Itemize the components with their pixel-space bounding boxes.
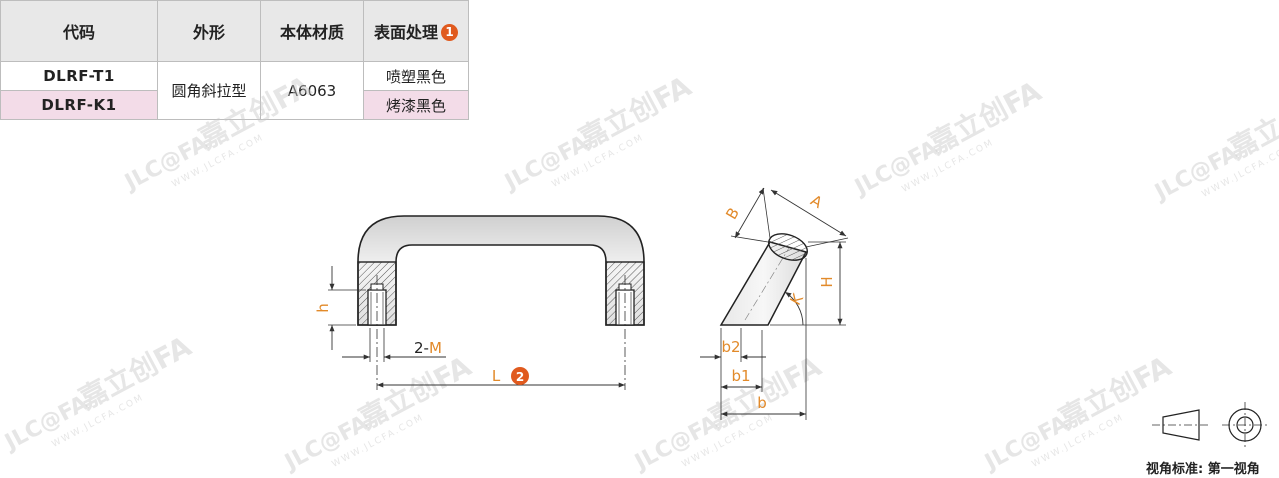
- front-view: h 2-M L 2: [314, 215, 645, 390]
- finish-cell-k1: 烤漆黑色: [363, 90, 469, 120]
- projection-symbol-icon: [1152, 402, 1268, 448]
- dim-label-b1: b1: [731, 367, 750, 385]
- finish-cell-t1: 喷塑黑色: [363, 61, 469, 91]
- watermark: JLC@FA 嘉立创FA WWW.JLCFA.COM: [279, 349, 477, 476]
- handle-body: [357, 215, 645, 326]
- dim-label-k: K: [786, 290, 807, 309]
- dim-label-m: 2-M: [414, 339, 442, 357]
- dim-label-h: h: [314, 303, 332, 313]
- dim-label-H: H: [818, 276, 836, 287]
- dim-label-l: L: [492, 367, 501, 385]
- code-cell-k1: DLRF-K1: [0, 90, 158, 120]
- watermark: JLC@FA 嘉立创FA WWW.JLCFA.COM: [499, 69, 697, 196]
- dim-label-b-small: b: [757, 394, 767, 412]
- svg-text:JLC@FA: JLC@FA: [119, 131, 212, 196]
- note-badge-2-bg: [511, 367, 529, 385]
- dim-label-b2: b2: [721, 338, 740, 356]
- shape-cell: 圆角斜拉型: [157, 61, 261, 120]
- svg-text:JLC@FA: JLC@FA: [849, 136, 942, 201]
- svg-text:JLC@FA: JLC@FA: [1149, 141, 1242, 206]
- note-badge-2: 2: [516, 370, 524, 384]
- watermark: JLC@FA 嘉立创FA WWW.JLCFA.COM: [119, 69, 317, 196]
- header-code: 代码: [0, 0, 158, 62]
- watermark: JLC@FA 嘉立创FA WWW.JLCFA.COM: [849, 74, 1047, 201]
- dim-label-b: B: [722, 205, 743, 223]
- svg-text:JLC@FA: JLC@FA: [0, 391, 92, 456]
- dim-label-a: A: [808, 191, 827, 212]
- watermark: JLC@FA 嘉立创FA WWW.JLCFA.COM: [0, 329, 197, 456]
- header-finish-label: 表面处理: [373, 23, 438, 42]
- svg-text:JLC@FA: JLC@FA: [629, 411, 722, 476]
- svg-text:JLC@FA: JLC@FA: [979, 411, 1072, 476]
- svg-text:JLC@FA: JLC@FA: [499, 131, 592, 196]
- watermark: JLC@FA 嘉立创FA WWW.JLCFA.COM: [1149, 79, 1279, 206]
- table-row: DLRF-K1 烤漆黑色: [0, 90, 469, 120]
- svg-text:JLC@FA: JLC@FA: [279, 411, 372, 476]
- view-standard-label: 视角标准: 第一视角: [1146, 462, 1260, 477]
- note-badge-1: 1: [441, 24, 458, 41]
